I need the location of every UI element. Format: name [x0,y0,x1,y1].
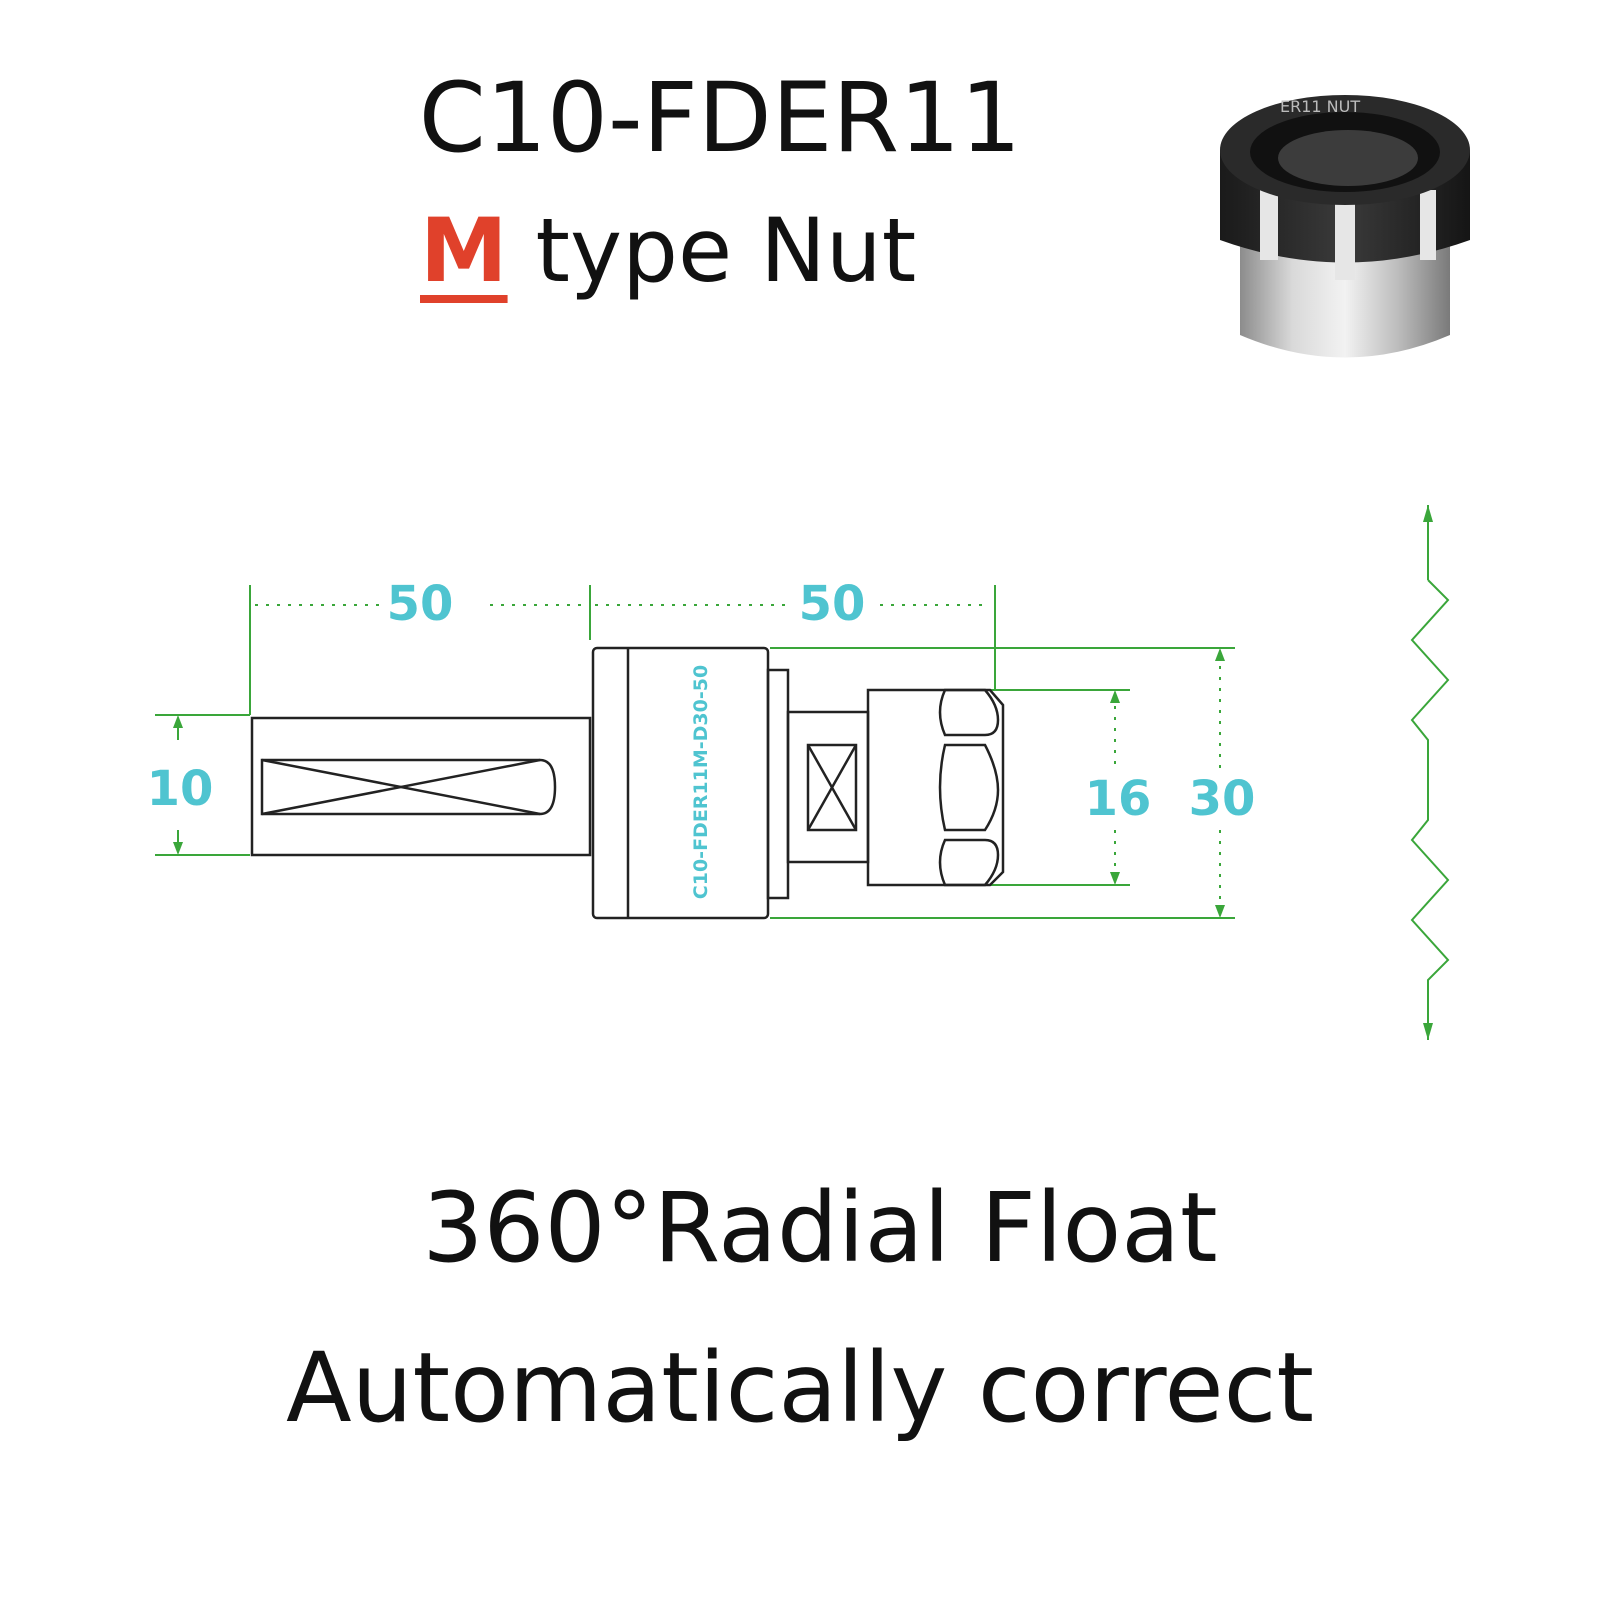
arrow-shank-bottom-icon [173,842,183,855]
dim-shank-diameter: 10 [147,761,214,817]
shank-outline [250,716,592,857]
nut-type-highlight: M [420,199,508,302]
arrow-nut-top-icon [1110,690,1120,703]
neck-flat [806,743,858,832]
dim-nut-diameter: 16 [1085,771,1152,827]
dim-body-length: 50 [799,576,866,632]
nut-type-heading: M type Nut [420,204,1040,297]
arrow-nut-bottom-icon [1110,872,1120,885]
technical-drawing: 50 50 10 16 30 C10-FDER11M-D30-50 [147,505,1450,1040]
body-outline [591,646,770,920]
arrow-shank-top-icon [173,715,183,728]
er11-nut-photo: ER11 NUT [1220,95,1470,358]
nut-flat-top [938,688,1000,737]
nut-engraving: ER11 NUT [1280,97,1360,116]
float-arrow-up-icon [1423,505,1433,522]
arrow-body-bottom-icon [1215,905,1225,918]
nut-flat-bottom [938,838,1000,887]
shank-cross-b [261,758,541,816]
caption-auto-correct: Automatically correct [286,1332,1314,1444]
nut-type-rest: type Nut [507,199,917,302]
nut-outline [866,688,1005,887]
shank-flat [260,758,557,816]
caption-radial-float: 360°Radial Float [422,1172,1218,1284]
arrow-body-top-icon [1215,648,1225,661]
float-arrow-down-icon [1423,1023,1433,1040]
float-zigzag [1410,579,1450,1040]
dim-shank-length: 50 [387,576,454,632]
product-title: C10-FDER11 [418,62,1022,174]
neck-cross-b [806,744,858,831]
dim-body-diameter: 30 [1189,771,1256,827]
nut-flat-mid [938,743,1000,832]
body-step [766,668,790,900]
part-number-label: C10-FDER11M-D30-50 [690,665,712,899]
